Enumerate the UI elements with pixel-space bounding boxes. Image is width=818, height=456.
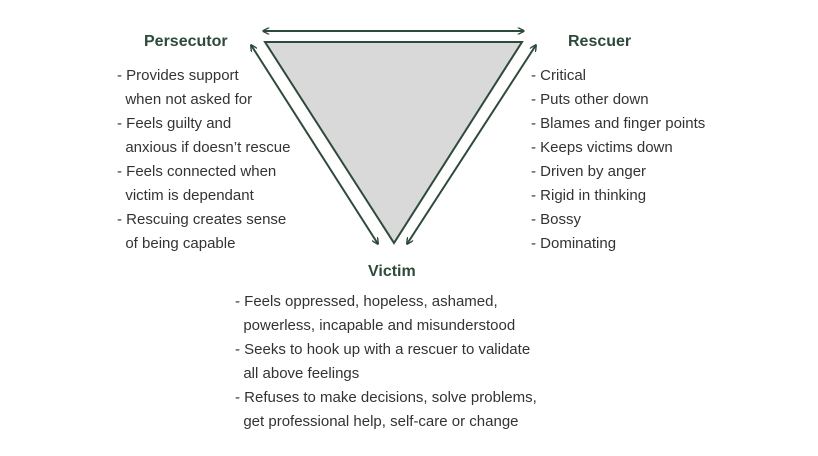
- rescuer-trait-line: - Critical: [531, 67, 586, 84]
- victim-trait-line: - Seeks to hook up with a rescuer to val…: [235, 341, 531, 358]
- persecutor-traits: - Provides support when not asked for - …: [117, 64, 290, 256]
- victim-trait-line: get professional help, self-care or chan…: [235, 413, 519, 430]
- persecutor-trait-line: victim is dependant: [117, 187, 254, 204]
- victim-trait-line: powerless, incapable and misunderstood: [235, 317, 516, 334]
- victim-trait-line: all above feelings: [235, 365, 360, 382]
- arrow-rescuer-victim: [407, 45, 536, 244]
- victim-traits: - Feels oppressed, hopeless, ashamed, po…: [235, 290, 537, 434]
- arrow-persecutor-victim: [251, 45, 378, 244]
- victim-trait-line: - Refuses to make decisions, solve probl…: [235, 389, 537, 406]
- rescuer-trait-line: - Puts other down: [531, 91, 649, 108]
- rescuer-trait-line: - Bossy: [531, 211, 582, 228]
- persecutor-trait-line: of being capable: [117, 235, 236, 252]
- rescuer-title: Rescuer: [568, 33, 632, 50]
- rescuer-trait-line: - Driven by anger: [531, 163, 647, 180]
- persecutor-trait-line: anxious if doesn’t rescue: [117, 139, 291, 156]
- triangle-shape: [263, 41, 524, 245]
- persecutor-trait-line: - Feels guilty and: [117, 115, 232, 132]
- persecutor-trait-line: - Feels connected when: [117, 163, 277, 180]
- persecutor-trait-line: when not asked for: [117, 91, 253, 108]
- victim-trait-line: - Feels oppressed, hopeless, ashamed,: [235, 293, 498, 310]
- persecutor-title: Persecutor: [144, 33, 228, 50]
- persecutor-trait-line: - Rescuing creates sense: [117, 211, 287, 228]
- rescuer-traits: - Critical - Puts other down - Blames an…: [531, 64, 705, 256]
- rescuer-trait-line: - Blames and finger points: [531, 115, 706, 132]
- rescuer-trait-line: - Rigid in thinking: [531, 187, 647, 204]
- persecutor-trait-line: - Provides support: [117, 67, 239, 84]
- rescuer-trait-line: - Dominating: [531, 235, 617, 252]
- victim-title: Victim: [368, 263, 416, 280]
- rescuer-trait-line: - Keeps victims down: [531, 139, 673, 156]
